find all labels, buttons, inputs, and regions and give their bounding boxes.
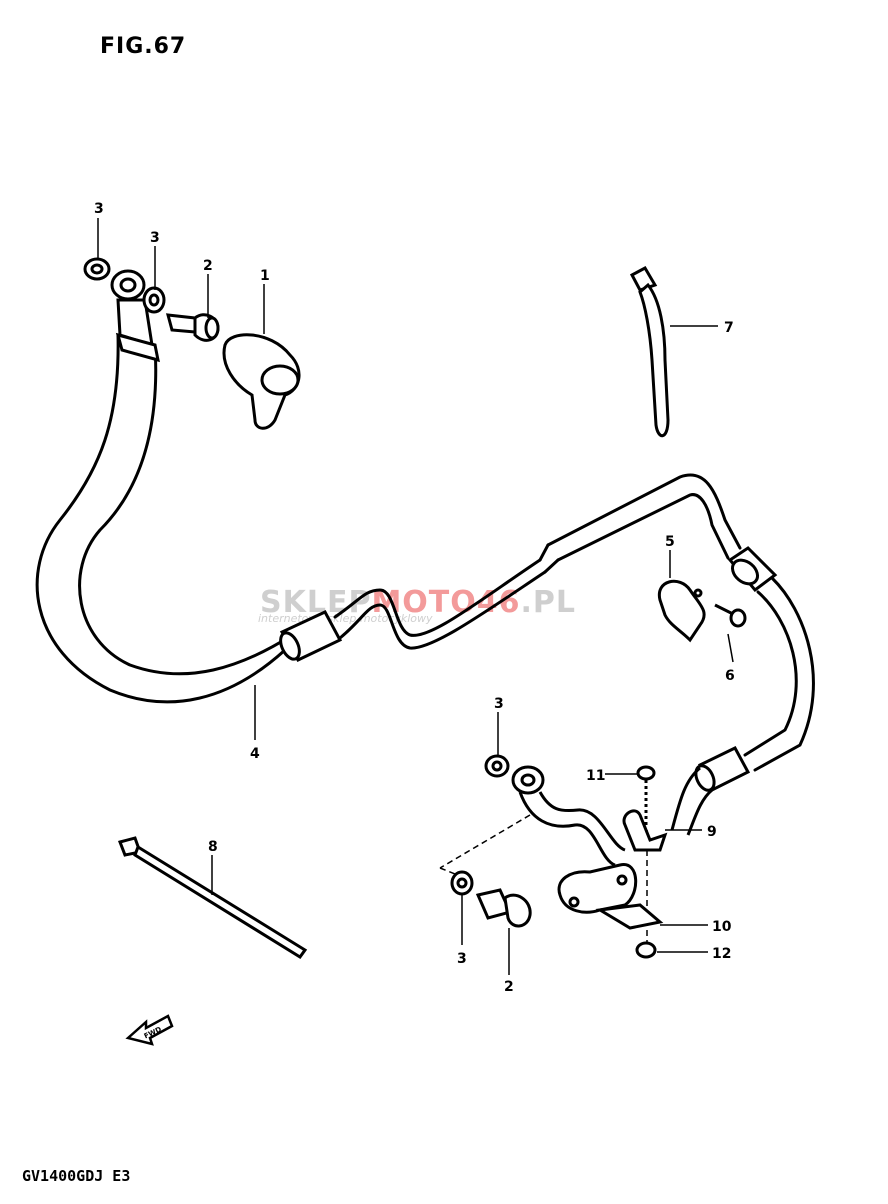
callout-3a: 3 xyxy=(94,201,104,217)
washer-3b xyxy=(142,286,166,314)
callout-8: 8 xyxy=(208,839,218,855)
cap-1 xyxy=(222,333,301,430)
pipe-joint-fitting xyxy=(727,546,778,593)
hose-right-crimp xyxy=(694,746,751,793)
callout-3c: 3 xyxy=(494,696,504,712)
callout-3b: 3 xyxy=(150,230,160,246)
nut-12 xyxy=(635,941,657,959)
watermark: SKLEPMOTO46.PL internetowy sklep motocyk… xyxy=(258,585,575,625)
callout-7: 7 xyxy=(724,320,734,336)
leader-lines xyxy=(97,218,734,975)
washer-3c xyxy=(484,754,510,778)
banjo-fitting-lower xyxy=(511,765,626,867)
union-bolt-top xyxy=(165,313,220,342)
callout-1: 1 xyxy=(260,268,270,284)
figure-title: FIG.67 xyxy=(100,34,187,59)
model-code: GV1400GDJ E3 xyxy=(22,1167,131,1185)
forward-arrow-icon: FWD xyxy=(125,1014,174,1046)
callout-2b: 2 xyxy=(504,979,514,995)
hose-crimp-fitting xyxy=(279,610,343,662)
bracket-10 xyxy=(557,863,664,930)
banjo-fitting-top xyxy=(110,269,160,363)
callout-5: 5 xyxy=(665,534,675,550)
cable-tie-7 xyxy=(629,265,670,438)
bolt-11 xyxy=(636,765,656,825)
brake-pipe xyxy=(333,473,742,650)
clamp-9 xyxy=(622,809,668,852)
callout-11: 11 xyxy=(586,768,605,784)
brake-hose-right xyxy=(743,576,815,772)
clamp-5 xyxy=(657,579,706,643)
callout-12: 12 xyxy=(712,946,731,962)
watermark-tagline: internetowy sklep motocyklowy xyxy=(258,612,433,625)
washer-3a xyxy=(83,257,111,281)
callouts: 3 3 2 1 4 5 6 7 8 3 11 9 10 12 3 2 xyxy=(94,201,735,995)
washer-3d xyxy=(450,870,474,896)
callout-6: 6 xyxy=(725,668,735,684)
callout-4: 4 xyxy=(250,746,260,762)
brake-hose-4 xyxy=(35,333,302,704)
bolt-6 xyxy=(714,603,747,628)
cable-tie-8 xyxy=(118,836,308,960)
callout-10: 10 xyxy=(712,919,732,935)
callout-3d: 3 xyxy=(457,951,467,967)
callout-2a: 2 xyxy=(203,258,213,274)
union-bolt-lower xyxy=(475,888,532,928)
callout-9: 9 xyxy=(707,824,717,840)
